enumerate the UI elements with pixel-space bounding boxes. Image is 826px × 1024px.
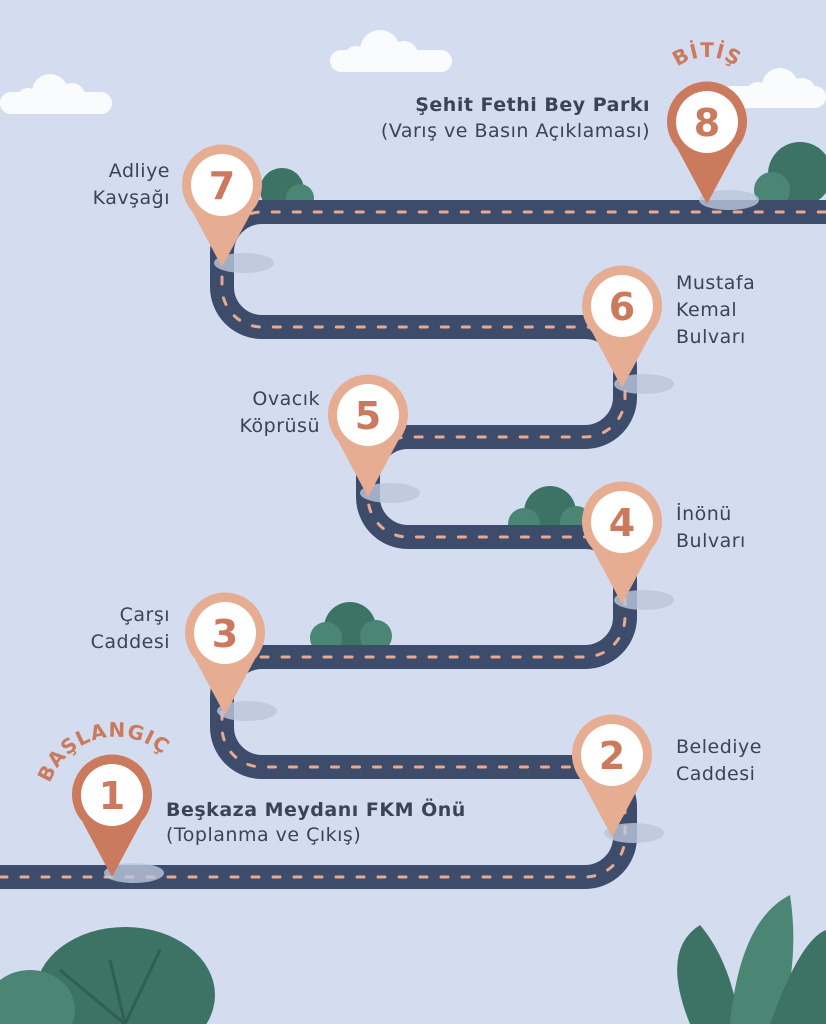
pin-number: 1 [99, 774, 125, 818]
pin-shadow [614, 590, 674, 610]
pin-inner-circle [194, 602, 256, 664]
pin-inner-circle [337, 384, 399, 446]
pin-number: 5 [355, 394, 381, 438]
pin-inner-circle [581, 724, 643, 786]
cloud [0, 74, 112, 114]
pin-1: 1 [72, 754, 164, 883]
pin-number: 4 [609, 501, 635, 545]
road [0, 200, 826, 889]
pin-shadow [104, 863, 164, 883]
stop-8-name: Şehit Fethi Bey Parkı [415, 94, 650, 116]
pin-inner-circle [676, 91, 738, 153]
pin-number: 6 [609, 285, 635, 329]
pin-6: 6 [582, 265, 674, 394]
pin-8: 8 [667, 81, 759, 210]
pin-2: 2 [572, 714, 664, 843]
clouds [0, 30, 826, 114]
pin-shadow [614, 374, 674, 394]
cloud [330, 30, 452, 72]
stop-7-name: Adliye Kavşağı [92, 160, 170, 209]
pin-inner-circle [591, 275, 653, 337]
pin-inner-circle [591, 491, 653, 553]
bush [0, 927, 215, 1024]
pin-shadow [604, 823, 664, 843]
pin-number: 7 [209, 164, 235, 208]
stop-1-note: (Toplanma ve Çıkış) [166, 824, 362, 846]
pin-4: 4 [582, 481, 674, 610]
pin-7: 7 [182, 144, 274, 273]
finish-label: BİTİŞ [668, 38, 746, 71]
pin-number: 8 [694, 101, 720, 145]
pin-3: 3 [184, 592, 277, 721]
pin-inner-circle [191, 154, 253, 216]
bush [677, 895, 826, 1024]
pin-5: 5 [327, 374, 420, 503]
stop-5-name: Ovacık Köprüsü [239, 388, 320, 437]
cloud [720, 68, 826, 108]
bush [754, 142, 826, 208]
pin-number: 3 [212, 612, 238, 656]
pin-shadow [214, 253, 274, 273]
pin-shadow [217, 701, 277, 721]
stop-2-name: Belediye Caddesi [676, 736, 762, 785]
stop-1-name: Beşkaza Meydanı FKM Önü [166, 799, 466, 821]
stop-4-name: İnönü Bulvarı [676, 503, 746, 552]
pin-shadow [360, 483, 420, 503]
stop-3-name: Çarşı Caddesi [90, 604, 170, 653]
stop-8-note: (Varış ve Basın Açıklaması) [380, 120, 650, 142]
route-pins: 1 2 3 4 5 6 7 8 [72, 81, 759, 883]
stop-6-name: Mustafa Kemal Bulvarı [676, 272, 756, 348]
pin-number: 2 [599, 734, 625, 778]
pin-inner-circle [81, 764, 143, 826]
pin-shadow [699, 190, 759, 210]
